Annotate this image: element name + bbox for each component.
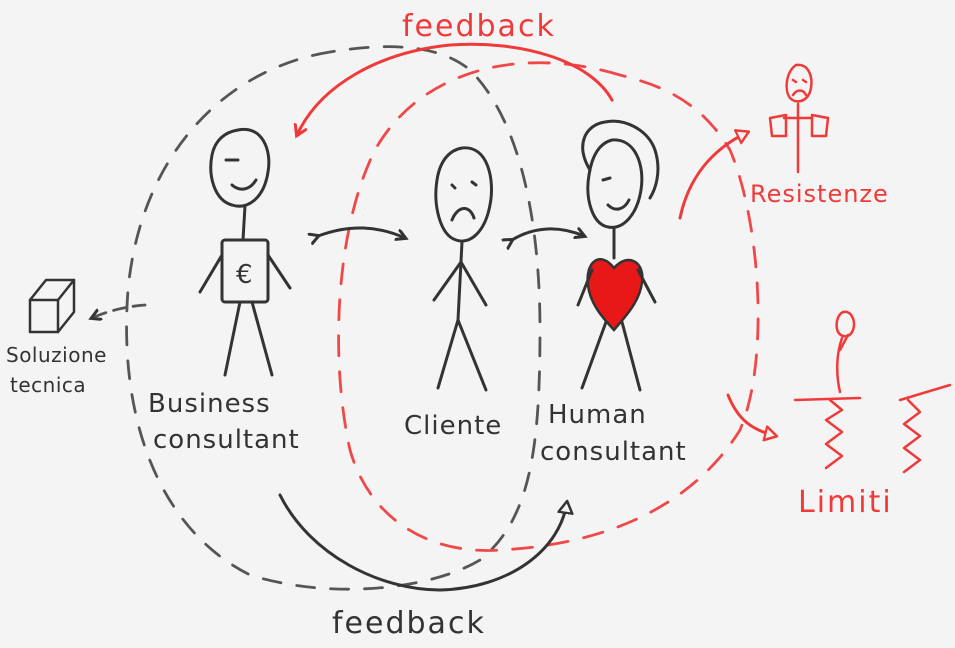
resistenze-head xyxy=(787,65,812,102)
business-cliente-arrow xyxy=(318,228,405,238)
gray-dashed-loop xyxy=(127,47,540,590)
limiti-spring-left xyxy=(826,400,842,468)
cliente-legs xyxy=(438,320,486,390)
cliente-human-arrow xyxy=(512,229,584,240)
human-consultant-head xyxy=(588,140,642,227)
resistenze-arrow xyxy=(680,132,748,218)
human-consultant-legs xyxy=(582,322,640,390)
limiti-label: Limiti xyxy=(798,485,893,520)
business-consultant-figure: € xyxy=(200,129,290,375)
soluzione-label-2: tecnica xyxy=(10,373,86,397)
business-consultant-leg-right xyxy=(252,302,272,375)
feedback-arrow-bottom xyxy=(280,495,567,590)
human-consultant-smile xyxy=(608,200,629,209)
limiti-wall xyxy=(900,385,950,472)
human-consultant-figure xyxy=(578,121,658,390)
business-consultant-smile xyxy=(232,180,256,189)
red-dashed-loop xyxy=(339,63,759,551)
business-consultant-neck xyxy=(243,206,245,240)
cube-icon xyxy=(30,280,74,332)
cliente-head xyxy=(436,148,492,241)
business-consultant-arm-left xyxy=(200,255,222,292)
feedback-label-top: feedback xyxy=(402,9,556,44)
euro-sign: € xyxy=(236,260,254,290)
business-consultant-label-2: consultant xyxy=(153,425,300,455)
cliente-frown xyxy=(452,208,474,220)
resistenze-figure xyxy=(770,65,828,172)
feedback-label-bottom: feedback xyxy=(332,606,486,641)
resistenze-label: Resistenze xyxy=(750,180,889,208)
cliente-figure xyxy=(434,148,492,390)
resistenze-hand-right xyxy=(812,115,828,136)
human-consultant-eye xyxy=(603,178,610,180)
business-consultant-arm-right xyxy=(268,255,290,288)
limiti-head xyxy=(837,312,854,336)
limiti-platform xyxy=(795,398,860,400)
cliente-body xyxy=(458,242,462,320)
limiti-arrow xyxy=(728,395,776,436)
business-consultant-leg-left xyxy=(225,302,240,375)
human-consultant-label-1: Human xyxy=(548,400,647,430)
solution-arrow xyxy=(92,305,145,318)
heart xyxy=(588,259,643,330)
soluzione-label-1: Soluzione xyxy=(6,343,107,367)
cliente-label: Cliente xyxy=(404,411,502,441)
business-consultant-head xyxy=(211,129,269,206)
business-consultant-label-1: Business xyxy=(148,389,271,419)
feedback-arrow-top xyxy=(297,44,612,135)
cliente-eyes xyxy=(452,182,476,188)
limiti-figure xyxy=(795,312,950,472)
human-consultant-label-2: consultant xyxy=(540,437,687,467)
